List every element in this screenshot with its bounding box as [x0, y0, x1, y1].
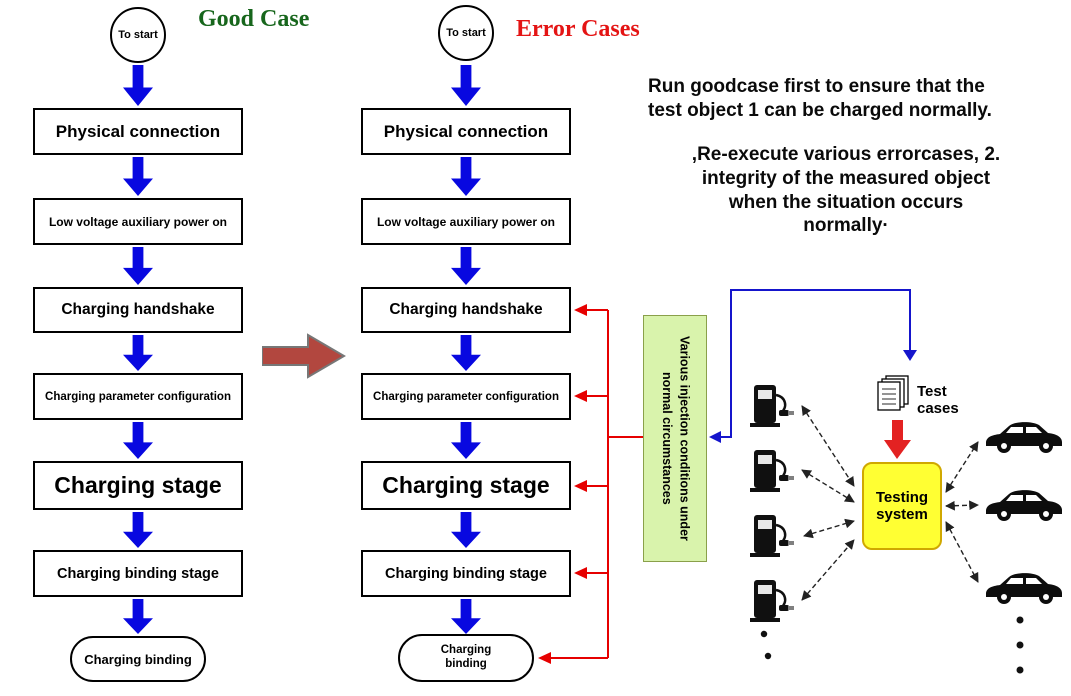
ev-charger-icon [748, 513, 796, 559]
error-start-label: To start [446, 26, 486, 39]
ev-charger-icon [748, 578, 796, 624]
step-label: Charging stage [54, 472, 222, 498]
system-car-links [945, 441, 979, 583]
testcases-to-system-arrow-icon [884, 420, 911, 459]
more-cars-ellipsis [1016, 616, 1024, 674]
flow-arrow-down-icon [123, 422, 153, 459]
step-label: Charging parameter configuration [45, 390, 231, 403]
flow-arrow-down-icon [123, 157, 153, 196]
station-system-links [801, 405, 855, 601]
step-label: Charging binding stage [57, 565, 219, 582]
error-step-parameter-configuration: Charging parameter configuration [361, 373, 571, 420]
good-step-low-voltage-power: Low voltage auxiliary power on [33, 198, 243, 245]
ev-charger-icon [748, 448, 796, 494]
flow-arrow-down-icon [451, 599, 481, 634]
step-label: Physical connection [383, 121, 549, 141]
flow-arrow-down-icon [123, 335, 153, 371]
flow-arrow-down-icon [123, 512, 153, 548]
error-step-charging-handshake: Charging handshake [361, 287, 571, 333]
goodcase-to-errorcase-arrow-icon [262, 333, 346, 379]
flow-arrow-down-icon [451, 247, 481, 285]
error-step-low-voltage-power: Low voltage auxiliary power on [361, 198, 571, 245]
flow-arrow-down-icon [123, 599, 153, 634]
good-step-physical-connection: Physical connection [33, 108, 243, 155]
note-run-goodcase: Run goodcase first to ensure that the te… [648, 75, 1038, 123]
step-label: Charging stage [382, 472, 550, 498]
test-cases-icon [877, 375, 909, 411]
note-reexecute-errorcases: ,Re-execute various errorcases, 2. integ… [650, 143, 1042, 238]
note-line: integrity of the measured object [701, 167, 991, 189]
note-line: ,Re-execute various errorcases, 2. [691, 144, 1001, 165]
injection-conditions-label: Various injection conditions under norma… [660, 336, 692, 541]
error-step-charging-stage: Charging stage [361, 461, 571, 510]
flow-arrow-down-icon [451, 65, 481, 106]
testing-system-label: Testing system [875, 489, 929, 523]
flow-arrow-down-icon [123, 247, 153, 285]
step-label: Low voltage auxiliary power on [376, 214, 556, 229]
flow-arrow-down-icon [451, 335, 481, 371]
car-icon [986, 490, 1062, 521]
note-line: test object 1 can be charged normally. [648, 99, 992, 121]
car-icon [986, 422, 1062, 453]
error-step-physical-connection: Physical connection [361, 108, 571, 155]
good-terminal-charging-binding: Charging binding [70, 636, 206, 682]
step-label: Charging binding stage [385, 565, 547, 582]
flow-arrow-down-icon [123, 65, 153, 106]
good-start-label: To start [118, 28, 158, 41]
note-line: when the situation occurs [728, 191, 964, 213]
ev-charger-icon [748, 383, 796, 429]
step-label: Physical connection [55, 121, 221, 141]
good-case-title: Good Case [198, 6, 310, 32]
good-step-parameter-configuration: Charging parameter configuration [33, 373, 243, 420]
error-cases-title: Error Cases [516, 16, 640, 42]
step-label: Charging handshake [389, 301, 543, 318]
error-terminal-charging-binding: Charging binding [398, 634, 534, 682]
flow-arrow-down-icon [451, 422, 481, 459]
note-line: normally· [803, 215, 889, 237]
note-line: Run goodcase first to ensure that the [648, 76, 985, 97]
step-label: Low voltage auxiliary power on [48, 214, 228, 229]
error-start-node: To start [438, 5, 494, 61]
step-label: Charging handshake [61, 301, 215, 318]
flow-arrow-down-icon [451, 512, 481, 548]
good-step-charging-binding-stage: Charging binding stage [33, 550, 243, 597]
injection-to-testcases-link [709, 289, 917, 443]
error-step-charging-binding-stage: Charging binding stage [361, 550, 571, 597]
good-start-node: To start [110, 7, 166, 63]
good-step-charging-handshake: Charging handshake [33, 287, 243, 333]
terminal-label: Charging binding [84, 651, 192, 667]
injection-conditions-box: Various injection conditions under norma… [643, 315, 707, 562]
terminal-label: Charging binding [440, 644, 492, 670]
more-stations-ellipsis [760, 630, 772, 660]
good-step-charging-stage: Charging stage [33, 461, 243, 510]
flow-arrow-down-icon [451, 157, 481, 196]
car-icon [986, 573, 1062, 604]
test-cases-label: Test cases [917, 383, 959, 418]
testing-system-box: Testing system [862, 462, 942, 550]
step-label: Charging parameter configuration [373, 390, 559, 403]
